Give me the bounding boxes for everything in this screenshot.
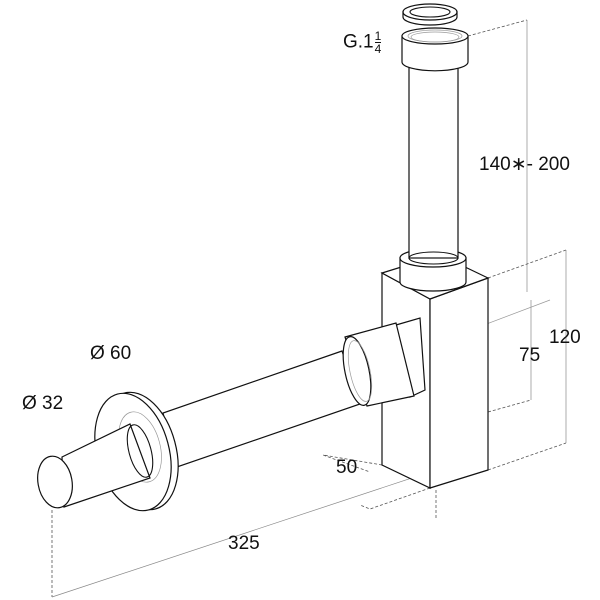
thread-prefix: G.1 [343,31,374,53]
end-pipe [37,423,154,509]
box-height-label: 120 [549,327,581,348]
rosette-diameter-label: Ø 60 [90,343,132,364]
outlet-pipe [162,317,426,468]
fraction-numerator: 1 [374,29,382,43]
seal-ring [402,3,458,26]
thread-nut [401,27,469,72]
vertical-tube [408,61,459,265]
dimension-lines [51,19,567,598]
box-width-label: 50 [336,457,358,478]
pipe-diameter-label: Ø 32 [22,393,64,414]
height-range-label: 140∗- 200 [479,154,570,175]
length-label: 325 [228,533,260,554]
fraction-denominator: 4 [374,42,382,56]
outlet-height-label: 75 [519,345,541,366]
